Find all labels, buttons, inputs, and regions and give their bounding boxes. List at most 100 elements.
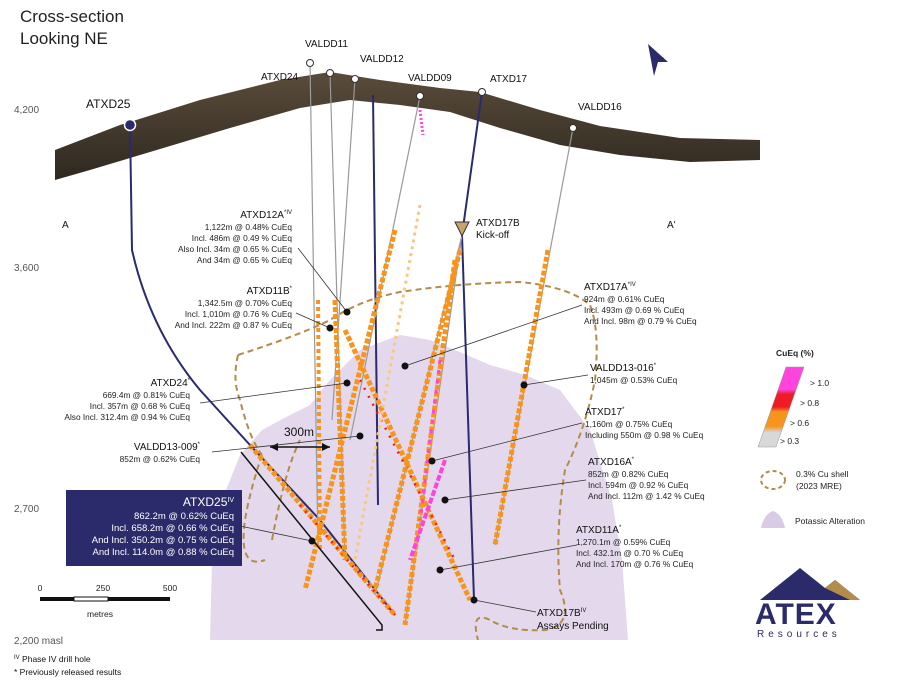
elevation-4200: 4,200 <box>14 105 39 116</box>
assay-valdd09 <box>302 229 398 591</box>
svg-text:VALDD13-016*: VALDD13-016* <box>590 363 657 374</box>
hole-trace-valdd11 <box>309 61 319 546</box>
svg-text:862.2m @ 0.62% CuEq: 862.2m @ 0.62% CuEq <box>134 511 234 522</box>
section-label-a-prime: A' <box>667 220 676 231</box>
hole-label-valdd12: VALDD12 <box>360 54 404 65</box>
kickoff-marker <box>454 221 470 238</box>
legend-alteration-label: Potassic Alteration <box>795 516 865 526</box>
pointer-dots <box>308 308 528 604</box>
svg-text:ATXD17BIV: ATXD17BIV <box>537 608 586 619</box>
kickoff-label-1: ATXD17B <box>476 218 520 229</box>
distance-label: 300m <box>284 425 314 439</box>
svg-text:And Incl. 170m @ 0.76 % CuEq: And Incl. 170m @ 0.76 % CuEq <box>576 559 694 569</box>
collar-atxd25 <box>123 118 137 132</box>
collar-valdd12 <box>351 75 359 83</box>
section-label-a: A <box>62 220 69 231</box>
annotation-atxd16a: ATXD16A* 852m @ 0.82% CuEq Incl. 594m @ … <box>588 457 705 501</box>
legend: CuEq (%) > 1.0 > 0.8 > 0.6 > 0.3 0.3% Cu… <box>757 348 865 528</box>
svg-text:0: 0 <box>38 583 43 593</box>
svg-text:Including 550m @ 0.98 % CuEq: Including 550m @ 0.98 % CuEq <box>585 430 704 440</box>
legend-range-2: > 0.8 <box>800 398 819 408</box>
annotation-atxd17a: ATXD17A*IV 924m @ 0.61% CuEq Incl. 493m … <box>584 282 697 326</box>
collar-valdd09 <box>416 92 424 100</box>
assay-atxd16a <box>372 249 463 591</box>
legend-range-4: > 0.3 <box>780 436 799 446</box>
assay-atxd25 <box>248 443 397 617</box>
north-arrow-icon <box>648 44 668 76</box>
assay-upper-valdd09 <box>418 109 425 136</box>
annotation-valdd13-016: VALDD13-016* 1,045m @ 0.53% CuEq <box>590 363 678 385</box>
svg-text:And 34m @ 0.65 % CuEq: And 34m @ 0.65 % CuEq <box>197 255 293 265</box>
svg-text:1,045m @ 0.53% CuEq: 1,045m @ 0.53% CuEq <box>590 375 678 385</box>
hole-label-valdd09: VALDD09 <box>408 73 452 84</box>
hole-trace-atxd25 <box>129 124 396 616</box>
svg-text:Also Incl. 312.4m @ 0.94 % CuE: Also Incl. 312.4m @ 0.94 % CuEq <box>64 412 190 422</box>
annotation-atxd11b: ATXD11B* 1,342.5m @ 0.70% CuEq Incl. 1,0… <box>175 286 293 330</box>
svg-text:And Incl. 112m @ 1.42 % CuEq: And Incl. 112m @ 1.42 % CuEq <box>588 491 705 501</box>
atxd25-results-box: ATXD25IV 862.2m @ 0.62% CuEq Incl. 658.2… <box>66 490 242 566</box>
hole-label-valdd11: VALDD11 <box>305 39 348 50</box>
svg-text:Also Incl. 34m @ 0.65 % CuEq: Also Incl. 34m @ 0.65 % CuEq <box>178 244 292 254</box>
collar-valdd16 <box>569 124 577 132</box>
svg-text:Incl. 594m @ 0.92 % CuEq: Incl. 594m @ 0.92 % CuEq <box>588 480 689 490</box>
svg-text:ATXD24*: ATXD24* <box>151 378 191 389</box>
svg-text:ATXD12A*IV: ATXD12A*IV <box>240 210 292 221</box>
atex-logo: ATEX Resources <box>755 568 860 640</box>
legend-grade-bar <box>757 366 805 448</box>
svg-text:852m @ 0.62% CuEq: 852m @ 0.62% CuEq <box>120 454 201 464</box>
svg-text:metres: metres <box>87 609 113 619</box>
logo-name: ATEX <box>755 598 837 631</box>
svg-text:And Incl. 98m @ 0.79 % CuEq: And Incl. 98m @ 0.79 % CuEq <box>584 316 697 326</box>
svg-text:1,270.1m @ 0.59% CuEq: 1,270.1m @ 0.59% CuEq <box>576 537 671 547</box>
annotation-atxd17: ATXD17* 1,160m @ 0.75% CuEq Including 55… <box>585 407 704 440</box>
logo-sub: Resources <box>757 629 841 640</box>
svg-text:Incl. 357m @ 0.68 % CuEq: Incl. 357m @ 0.68 % CuEq <box>90 401 191 411</box>
legend-alteration-swatch <box>761 511 785 528</box>
footnote-iv: IV Phase IV drill hole <box>14 654 91 664</box>
svg-text:Incl. 486m @ 0.49 % CuEq: Incl. 486m @ 0.49 % CuEq <box>192 233 293 243</box>
hole-label-atxd24: ATXD24 <box>261 72 298 83</box>
annotation-atxd17b: ATXD17BIV Assays Pending <box>537 608 609 632</box>
assay-atxd16a-high <box>408 459 447 561</box>
svg-text:ATXD25IV: ATXD25IV <box>183 495 234 509</box>
svg-text:852m @ 0.82% CuEq: 852m @ 0.82% CuEq <box>588 469 669 479</box>
footnote-star: * Previously released results <box>14 667 121 677</box>
legend-shell-label-2: (2023 MRE) <box>796 481 842 491</box>
svg-text:VALDD13-009*: VALDD13-009* <box>134 442 201 453</box>
hole-label-valdd16: VALDD16 <box>578 102 622 113</box>
assay-atxd24 <box>332 299 348 561</box>
svg-text:Incl. 493m @ 0.69 % CuEq: Incl. 493m @ 0.69 % CuEq <box>584 305 685 315</box>
svg-text:ATXD16A*: ATXD16A* <box>588 457 635 468</box>
assay-valdd16 <box>492 249 551 546</box>
collar-atxd17 <box>478 88 486 96</box>
svg-text:924m @ 0.61% CuEq: 924m @ 0.61% CuEq <box>584 294 665 304</box>
svg-text:Incl. 1,010m @ 0.76 % CuEq: Incl. 1,010m @ 0.76 % CuEq <box>185 309 293 319</box>
svg-text:And Incl. 114.0m @ 0.88 % CuEq: And Incl. 114.0m @ 0.88 % CuEq <box>93 547 235 558</box>
scale-bar: 0 250 500 metres <box>38 583 178 619</box>
collar-valdd11 <box>306 59 314 67</box>
svg-text:ATXD11B*: ATXD11B* <box>247 286 293 297</box>
collar-atxd24 <box>326 69 334 77</box>
legend-range-3: > 0.6 <box>790 418 809 428</box>
kickoff-label-2: Kick-off <box>476 230 509 241</box>
svg-text:And Incl. 222m @ 0.87 % CuEq: And Incl. 222m @ 0.87 % CuEq <box>175 320 293 330</box>
svg-text:669.4m @ 0.81% CuEq: 669.4m @ 0.81% CuEq <box>103 390 191 400</box>
elevation-2200: 2,200 masl <box>14 636 63 647</box>
assay-intervals <box>248 109 551 626</box>
svg-text:And Incl. 350.2m @ 0.75 % CuEq: And Incl. 350.2m @ 0.75 % CuEq <box>92 535 234 546</box>
svg-text:ATXD11A*: ATXD11A* <box>576 525 622 536</box>
topographic-surface <box>55 72 760 180</box>
elevation-2700: 2,700 <box>14 504 39 515</box>
title-line-1: Cross-section <box>20 7 124 26</box>
cu-shell-outline <box>234 280 598 641</box>
legend-shell-label-1: 0.3% Cu shell <box>796 469 849 479</box>
svg-text:ATXD17A*IV: ATXD17A*IV <box>584 282 636 293</box>
svg-text:Incl. 658.2m @ 0.66 % CuEq: Incl. 658.2m @ 0.66 % CuEq <box>111 523 234 534</box>
annotation-atxd12a: ATXD12A*IV 1,122m @ 0.48% CuEq Incl. 486… <box>178 210 292 265</box>
title-line-2: Looking NE <box>20 29 108 48</box>
elevation-3600: 3,600 <box>14 263 39 274</box>
legend-range-1: > 1.0 <box>810 378 829 388</box>
collars <box>123 59 577 132</box>
leader-lines <box>199 247 589 613</box>
